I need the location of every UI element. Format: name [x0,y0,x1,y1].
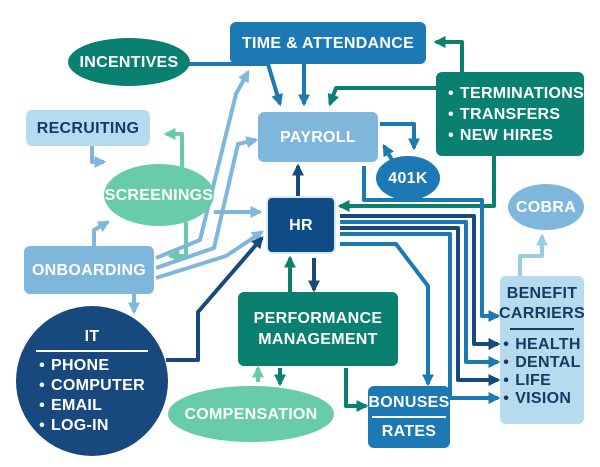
arrow-payroll-to-benefits [362,166,501,322]
recruiting-node: RECRUITING [26,110,150,146]
arrow-onboarding-to-time [155,69,250,260]
rates-label: RATES [381,423,437,440]
401k-node: 401K [376,156,440,200]
arrow-performance-to-bonuses [344,368,369,412]
it-item: COMPUTER [39,376,145,396]
screenings-node: SCREENINGS [104,164,214,226]
benefit-carriers-line1: BENEFIT [506,285,578,302]
arrow-onboarding-to-hr [155,230,264,280]
benefit-carriers-line2: CARRIERS [499,305,585,322]
benefit-carriers-item: LIFE [503,372,580,390]
screenings-label: SCREENINGS [104,186,214,204]
payroll-node: PAYROLL [258,112,378,162]
arrow-hr-to-vision [340,232,501,404]
changes-item: TERMINATIONS [448,83,584,104]
it-item: PHONE [39,356,145,376]
it-divider [36,349,148,352]
arrow-changes-to-time [433,36,464,72]
cobra-node: COBRA [508,184,584,230]
arrow-recruiting-to-screenings [90,144,107,168]
arrow-changes-to-payroll [327,86,436,107]
arrow-changes-to-hr [337,156,496,212]
bonuses-label: BONUSES [368,394,450,411]
onboarding-node: ONBOARDING [24,246,154,294]
performance-line2: MANAGEMENT [258,331,378,348]
arrow-benefits-to-cobra [518,233,548,276]
changes-item: NEW HIRES [448,125,584,146]
benefit-carriers-list: HEALTH DENTAL LIFE VISION [503,336,580,408]
hr-node: HR [266,196,336,254]
performance-line1: PERFORMANCE [253,310,383,327]
it-node: IT PHONE COMPUTER EMAIL LOG-IN [16,306,168,456]
arrow-onboarding-to-screenings [92,220,111,246]
arrow-payroll-to-401k [380,122,420,151]
bonuses-rates-node: BONUSES RATES [368,386,450,448]
401k-label: 401K [388,169,428,187]
arrow-onboarding-to-payroll [155,136,259,270]
arrow-hr-to-life [340,226,501,386]
it-item: EMAIL [39,396,145,416]
benefit-carriers-item: HEALTH [503,336,580,354]
it-title: IT [84,327,100,345]
incentives-node: INCENTIVES [68,38,190,86]
arrow-it-to-hr [166,236,264,362]
incentives-label: INCENTIVES [79,53,179,71]
arrow-hr-to-bonuses [340,242,434,387]
changes-node: TERMINATIONS TRANSFERS NEW HIRES [436,72,584,156]
arrow-hr-to-health [340,214,501,350]
it-item: LOG-IN [39,416,145,436]
payroll-label: PAYROLL [280,128,356,146]
time-attendance-label: TIME & ATTENDANCE [241,34,415,52]
it-list: PHONE COMPUTER EMAIL LOG-IN [39,356,145,436]
changes-list: TERMINATIONS TRANSFERS NEW HIRES [448,83,584,146]
arrow-401k-to-payroll [382,143,394,161]
hr-label: HR [289,216,313,234]
arrow-hr-to-dental [340,220,501,368]
benefit-carriers-item: DENTAL [503,354,580,372]
arrow-screenings-loop-top [163,128,184,168]
benefit-carriers-node: BENEFIT CARRIERS HEALTH DENTAL LIFE VISI… [499,276,585,424]
changes-item: TRANSFERS [448,104,584,125]
onboarding-label: ONBOARDING [31,261,147,279]
benefit-carriers-item: VISION [503,390,580,408]
time-attendance-node: TIME & ATTENDANCE [230,22,426,64]
benefit-carriers-divider [510,328,574,330]
cobra-label: COBRA [515,198,577,216]
recruiting-label: RECRUITING [36,119,140,137]
compensation-node: COMPENSATION [168,386,334,442]
arrow-incentives-to-payroll [180,62,283,107]
compensation-label: COMPENSATION [184,405,318,423]
performance-node: PERFORMANCE MANAGEMENT [238,292,398,366]
bonuses-divider [372,416,446,418]
